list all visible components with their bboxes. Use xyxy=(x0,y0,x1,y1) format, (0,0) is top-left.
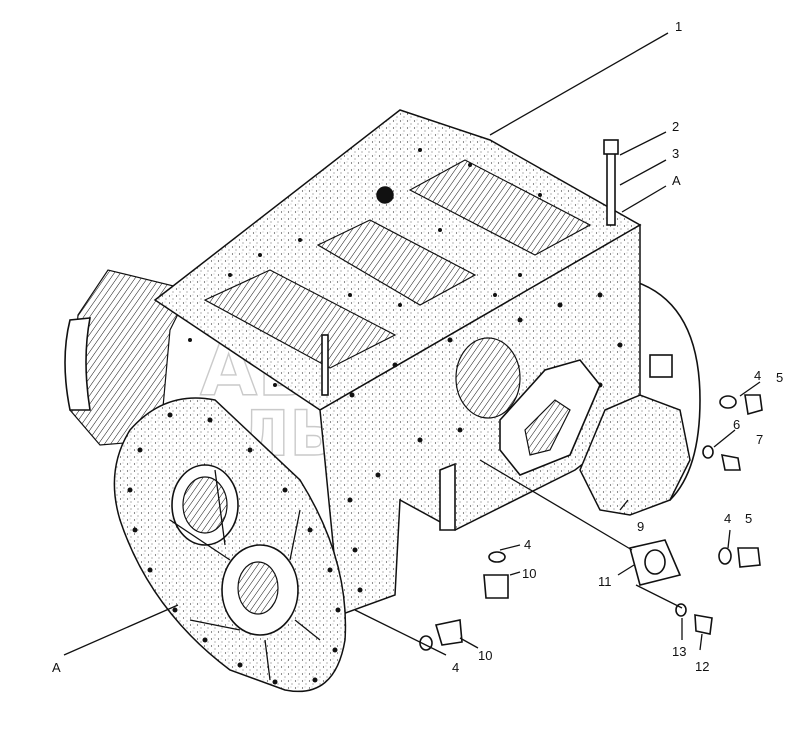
callout-10-bottom: 10 xyxy=(478,648,492,663)
top-window-middle xyxy=(316,219,477,306)
front-face-holes xyxy=(347,292,623,593)
callout-3: 3 xyxy=(672,146,679,161)
callout-7: 7 xyxy=(756,432,763,447)
washer-6 xyxy=(702,445,714,459)
stud-front xyxy=(321,334,329,396)
callout-A-lower: A xyxy=(52,660,61,675)
washer-4-right xyxy=(718,547,732,565)
stud-nut xyxy=(603,139,619,155)
flange-lower-bore-inner xyxy=(237,561,279,615)
callout-12: 12 xyxy=(695,659,709,674)
front-round-opening xyxy=(455,337,521,419)
callout-2: 2 xyxy=(672,119,679,134)
plug-5-right xyxy=(737,547,761,568)
washer-4-upper xyxy=(719,395,737,409)
bolt-12 xyxy=(694,614,713,635)
bolt-7 xyxy=(720,453,741,471)
stud-vertical xyxy=(606,149,616,226)
cover-9-plate xyxy=(579,394,691,516)
callout-5-right: 5 xyxy=(745,511,752,526)
top-surface-holes xyxy=(188,148,542,387)
washer-4-middle xyxy=(488,551,506,563)
top-window-rear xyxy=(408,159,592,256)
cover-9-boss xyxy=(649,354,673,378)
callout-4-bottom: 4 xyxy=(452,660,459,675)
part-9-cover xyxy=(579,354,691,516)
plate-11-bore xyxy=(644,549,666,575)
plug-5-upper xyxy=(744,394,763,416)
gasket-inner xyxy=(524,399,571,456)
callout-13: 13 xyxy=(672,644,686,659)
left-cylinder xyxy=(64,317,91,411)
washer-13 xyxy=(675,603,687,617)
top-window-front xyxy=(203,269,397,369)
leader-lines xyxy=(63,32,761,656)
flange-upper-bore-inner xyxy=(182,476,228,534)
callout-6: 6 xyxy=(733,417,740,432)
callout-11: 11 xyxy=(598,574,612,589)
callout-A-upper: A xyxy=(672,173,681,188)
plug-10-bottom xyxy=(434,619,463,646)
callout-1: 1 xyxy=(675,19,682,34)
plug-10-middle xyxy=(483,574,509,599)
callout-9: 9 xyxy=(637,519,644,534)
callout-10-middle: 10 xyxy=(522,566,536,581)
callout-4-right: 4 xyxy=(724,511,731,526)
flange-ribs xyxy=(169,469,321,681)
front-slot xyxy=(439,462,456,531)
callout-labels: 1 2 3 A 4 5 6 7 9 4 5 4 10 11 13 12 A 4 … xyxy=(52,19,783,675)
callout-4-middle: 4 xyxy=(524,537,531,552)
callout-4-upper: 4 xyxy=(754,368,761,383)
front-gasket-cover xyxy=(499,359,601,476)
left-side-box xyxy=(69,269,191,446)
flange-bolt-holes xyxy=(127,412,341,685)
side-flange-cover xyxy=(113,397,347,693)
callout-5-upper: 5 xyxy=(776,370,783,385)
